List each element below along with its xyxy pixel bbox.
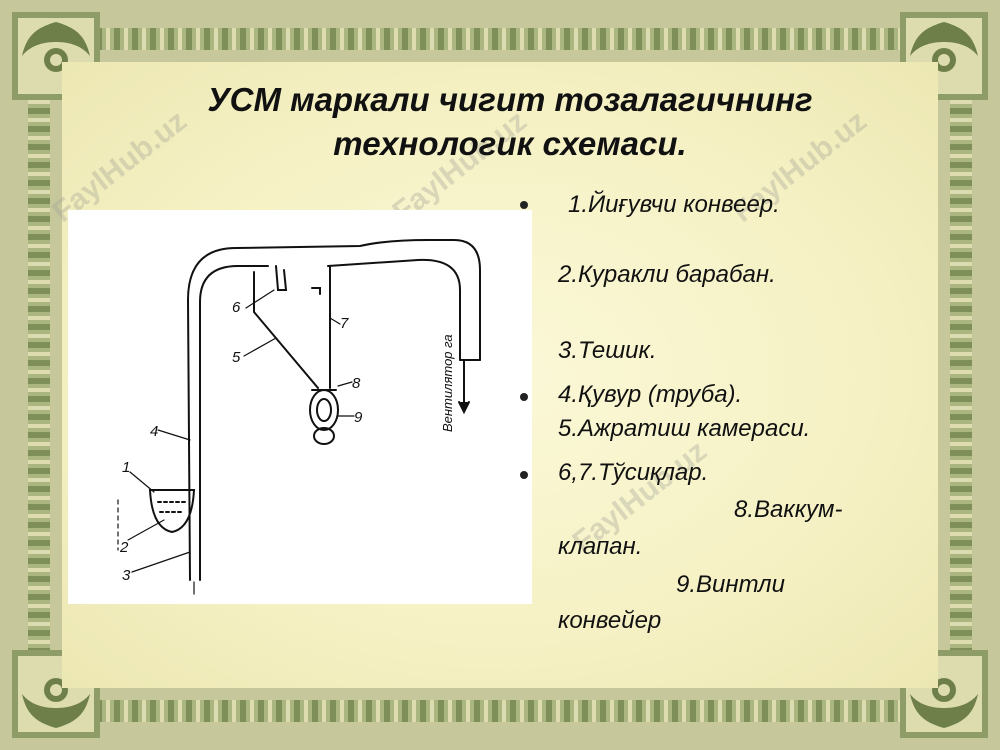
frame-top-band <box>96 28 904 50</box>
collecting-conveyor <box>148 489 196 534</box>
list-item-2: 2.Куракли барабан. <box>558 261 776 288</box>
diagram-label-9: 9 <box>354 409 363 426</box>
baffle-7 <box>311 287 321 295</box>
list-item-9: 9.Винтли <box>676 571 785 598</box>
title-line-1: УСМ маркали чигит тозалагичнинг <box>207 81 813 118</box>
list-item-10: конвейер <box>558 607 662 634</box>
frame-right-band <box>950 96 972 654</box>
diagram-label-4: 4 <box>150 423 158 440</box>
cleaner-scheme-diagram: 1 2 3 4 5 6 7 8 9 Вентилятор га <box>117 239 481 595</box>
duct-left-inner <box>199 265 269 581</box>
list-item-5: 5.Ажратиш камераси. <box>558 415 811 442</box>
list-bullet <box>520 471 528 479</box>
list-item-1: 1.Йиғувчи конвеер. <box>568 191 780 218</box>
diagram-duct-label: Вентилятор га <box>440 334 455 432</box>
diagram-figure: 1 2 3 4 5 6 7 8 9 Вентилятор га <box>68 210 532 604</box>
diagram-label-3: 3 <box>122 567 131 584</box>
list-item-3: 3.Тешик. <box>558 337 657 364</box>
list-item-7: 8.Ваккум- <box>734 496 843 523</box>
diagram-label-1: 1 <box>122 459 130 476</box>
list-item-6: 6,7.Тўсиқлар. <box>558 459 709 486</box>
duct-top-inner <box>327 258 461 361</box>
title-line-2: технологик схемаси. <box>333 125 687 162</box>
separation-chamber <box>253 265 331 389</box>
baffle-6 <box>275 265 288 291</box>
list-bullet <box>520 393 528 401</box>
diagram-label-6: 6 <box>232 299 241 316</box>
frame-corner-ornament-top-left <box>12 12 100 100</box>
diagram-label-8: 8 <box>352 375 361 392</box>
frame-left-band <box>28 96 50 654</box>
diagram-label-7: 7 <box>340 315 349 332</box>
list-bullet <box>520 201 528 209</box>
list-item-4: 4.Қувур (труба). <box>558 381 743 408</box>
diagram-label-5: 5 <box>232 349 241 366</box>
duct-left-outer <box>186 239 481 581</box>
page-title: УСМ маркали чигит тозалагичнинг технолог… <box>110 78 910 166</box>
frame-bottom-band <box>96 700 904 722</box>
screw-conveyor <box>313 427 335 445</box>
frame-corner-ornament-bottom-right <box>900 650 988 738</box>
diagram-label-2: 2 <box>119 539 129 556</box>
list-item-8: клапан. <box>558 533 643 560</box>
vacuum-valve <box>309 389 339 431</box>
